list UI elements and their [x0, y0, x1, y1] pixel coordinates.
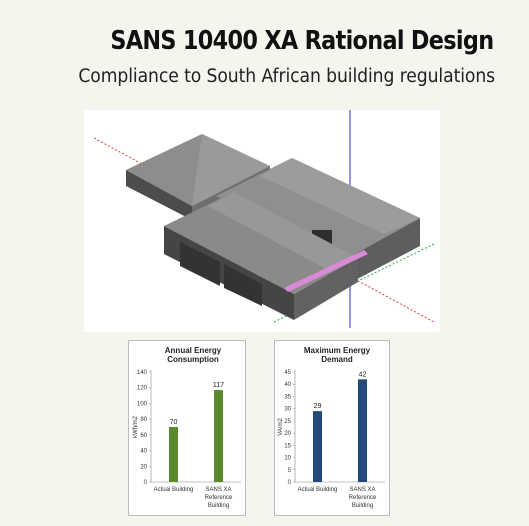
y-tick-label: 0 — [144, 480, 148, 486]
y-tick-label: 5 — [288, 468, 292, 474]
bar — [214, 390, 223, 482]
y-tick-label: 100 — [137, 401, 148, 407]
data-label: 29 — [314, 403, 322, 410]
y-tick-label: 80 — [140, 417, 147, 423]
y-tick-label: 10 — [284, 456, 291, 462]
bar — [169, 427, 178, 482]
x-tick-label: Building — [208, 503, 229, 509]
y-tick-label: 60 — [140, 433, 147, 439]
y-tick-label: 40 — [140, 449, 147, 455]
y-tick-label: 15 — [284, 443, 291, 449]
y-axis-label: kWh/m2 — [133, 415, 139, 438]
page-subtitle: Compliance to South African building reg… — [78, 66, 495, 87]
front-wing-roof — [164, 192, 358, 294]
building-3d-model — [84, 110, 440, 332]
energy-consumption-chart-svg: Annual Energy Consumption kWh/m2 0 20 40 60… — [133, 346, 241, 509]
y-tick-label: 20 — [284, 431, 291, 437]
building-3d-model-drawing — [93, 110, 435, 328]
main-wing-roof — [216, 158, 420, 260]
x-tick-label: Actual Building — [298, 487, 338, 493]
highlighted-wall — [284, 250, 368, 292]
page-title: SANS 10400 XA Rational Design — [109, 26, 494, 56]
y-tick-label: 40 — [284, 382, 291, 388]
x-tick-label: Reference — [205, 495, 233, 501]
y-axis-label: VA/m2 — [278, 418, 284, 436]
x-tick-label: SANS XA — [205, 487, 231, 493]
bar — [358, 379, 367, 482]
y-tick-label: 120 — [137, 386, 148, 392]
chart-title-line-1: Maximum Energy — [304, 346, 371, 355]
y-tick-label: 25 — [284, 419, 291, 425]
data-label: 42 — [359, 371, 367, 378]
y-tick-label: 140 — [137, 370, 148, 376]
x-tick-label: SANS XA — [349, 487, 375, 493]
y-tick-label: 35 — [284, 394, 291, 400]
energy-demand-chart: Maximum Energy Demand VA/m2 0 5 10 15 20 25 30… — [274, 340, 390, 516]
bar — [313, 411, 322, 482]
energy-consumption-chart: Annual Energy Consumption kWh/m2 0 20 40 60… — [128, 340, 246, 516]
chart-title-line-2: Demand — [321, 355, 353, 364]
chart-title-line-1: Annual Energy — [165, 346, 222, 355]
y-tick-label: 0 — [288, 480, 292, 486]
x-tick-label: Actual Building — [154, 487, 194, 493]
x-tick-label: Reference — [349, 495, 377, 501]
x-tick-label: Building — [352, 503, 373, 509]
y-tick-label: 20 — [140, 464, 147, 470]
energy-demand-chart-svg: Maximum Energy Demand VA/m2 0 5 10 15 20 25 30… — [278, 346, 385, 509]
y-tick-label: 30 — [284, 407, 291, 413]
chart-title-line-2: Consumption — [167, 355, 219, 364]
data-label: 117 — [213, 382, 224, 389]
data-label: 70 — [170, 419, 178, 426]
y-tick-label: 45 — [284, 370, 291, 376]
